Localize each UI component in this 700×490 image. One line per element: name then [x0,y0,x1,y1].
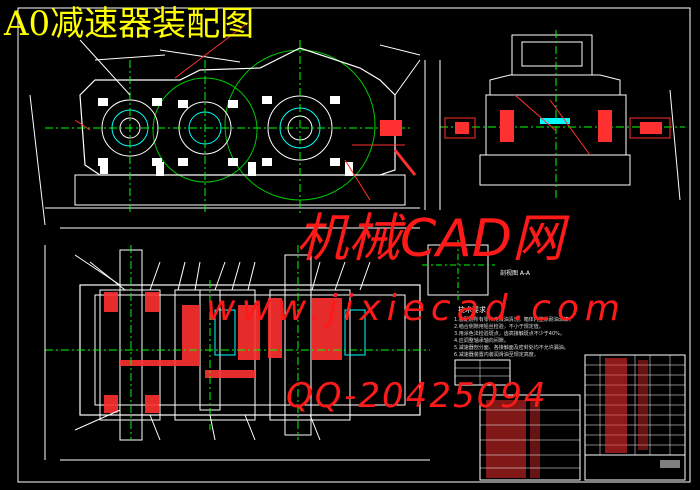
section-detail [422,240,495,300]
note-line: 5.减速器剖分面、各接触面及密封处均不允许漏油。 [454,345,569,351]
watermark-qq: QQ-20425094 [286,376,548,416]
notes-title: 技术要求 [458,306,486,314]
plan-view [44,245,430,461]
note-line: 1.装配前所有零件用煤油清洗，箱体内壁涂耐油油漆。 [454,317,574,323]
front-view [29,24,426,229]
drawing-frame [17,7,691,483]
note-line: 4.应调整轴承轴向间隙。 [454,338,509,344]
note-line: 3.用涂色法检验斑点，齿高接触斑点不少于40%。 [454,331,565,337]
watermark-brand: 机械CAD网 [296,209,564,269]
drawing-title: A0减速器装配图 [4,4,255,44]
side-view [439,30,685,210]
note-line: 6.减速器装置内装润滑油至规定高度。 [454,352,539,358]
view-label: 剖视图 A-A [500,270,531,277]
note-line: 2.啮合侧隙用铅丝检验，不小于规定值。 [454,324,544,330]
watermark-url: www.jixiecad.com [206,288,626,329]
parts-list [454,354,686,481]
